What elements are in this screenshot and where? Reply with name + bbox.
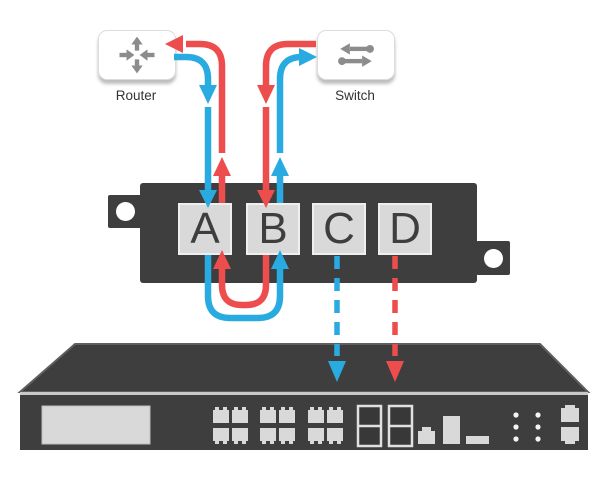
tap-mount-hole-right — [483, 248, 503, 268]
appliance-lcd-panel — [41, 405, 151, 445]
tap-port-b: B — [246, 203, 300, 255]
appliance-rj45-ports — [213, 407, 343, 444]
router-icon — [119, 36, 155, 74]
appliance-led-dots — [513, 412, 541, 442]
appliance-mgmt-ports — [561, 405, 579, 444]
tap-mount-ear-right — [476, 241, 510, 275]
appliance-front-highlight — [20, 392, 588, 395]
router-label: Router — [115, 88, 157, 103]
tap-port-c: C — [312, 203, 366, 255]
appliance-sfp-cages — [356, 404, 414, 448]
tap-mount-ear-left — [108, 195, 142, 228]
router-device — [98, 30, 176, 80]
appliance-misc-ports — [418, 416, 489, 444]
tap-port-a: A — [178, 203, 232, 255]
tap-port-d: D — [378, 203, 432, 255]
switch-label: Switch — [335, 88, 375, 103]
switch-device — [317, 30, 395, 80]
tap-mount-hole-left — [115, 202, 135, 221]
appliance-top-face — [17, 343, 591, 393]
switch-icon — [338, 43, 374, 67]
